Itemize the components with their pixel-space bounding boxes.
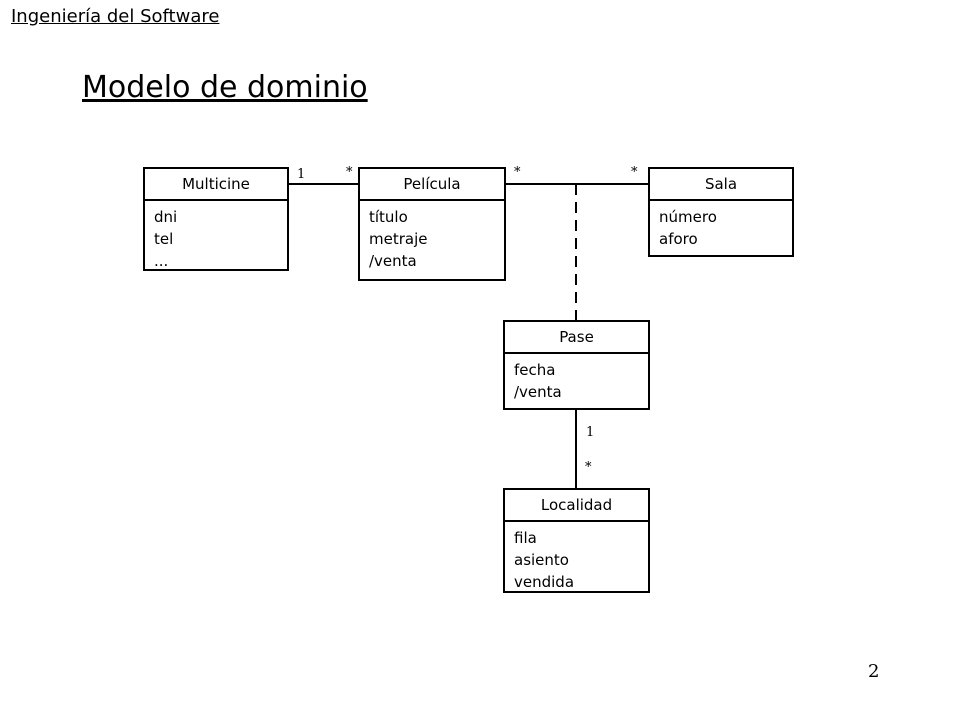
class-pase: Pase fecha /venta <box>503 320 650 410</box>
multiplicity-label: * <box>514 165 521 180</box>
attribute-list: número aforo <box>650 201 792 250</box>
multiplicity-label: * <box>631 165 638 180</box>
attribute: fila <box>514 529 537 547</box>
class-name: Multicine <box>145 169 287 201</box>
attribute: /venta <box>369 252 417 270</box>
attribute: tel <box>154 230 174 248</box>
page-number: 2 <box>868 661 880 682</box>
class-sala: Sala número aforo <box>648 167 794 257</box>
attribute: /venta <box>514 383 562 401</box>
attribute: número <box>659 208 717 226</box>
course-title: Ingeniería del Software <box>11 6 220 27</box>
class-name: Localidad <box>505 490 648 522</box>
attribute: dni <box>154 208 178 226</box>
class-name: Sala <box>650 169 792 201</box>
attribute-list: fila asiento vendida <box>505 522 648 593</box>
attribute: fecha <box>514 361 556 379</box>
attribute: asiento <box>514 551 569 569</box>
multiplicity-label: * <box>585 460 592 475</box>
class-name: Película <box>360 169 504 201</box>
attribute: vendida <box>514 573 575 591</box>
multiplicity-label: * <box>346 165 353 180</box>
class-localidad: Localidad fila asiento vendida <box>503 488 650 593</box>
attribute: ... <box>154 252 169 270</box>
class-pelicula: Película título metraje /venta <box>358 167 506 281</box>
attribute: aforo <box>659 230 698 248</box>
slide-title: Modelo de dominio <box>82 70 368 105</box>
attribute-list: fecha /venta <box>505 354 648 403</box>
attribute-list: dni tel ... <box>145 201 287 272</box>
multiplicity-label: 1 <box>297 167 306 182</box>
class-name: Pase <box>505 322 648 354</box>
class-multicine: Multicine dni tel ... <box>143 167 289 271</box>
multiplicity-label: 1 <box>586 425 595 440</box>
attribute-list: título metraje /venta <box>360 201 504 272</box>
attribute: título <box>369 208 408 226</box>
attribute: metraje <box>369 230 428 248</box>
